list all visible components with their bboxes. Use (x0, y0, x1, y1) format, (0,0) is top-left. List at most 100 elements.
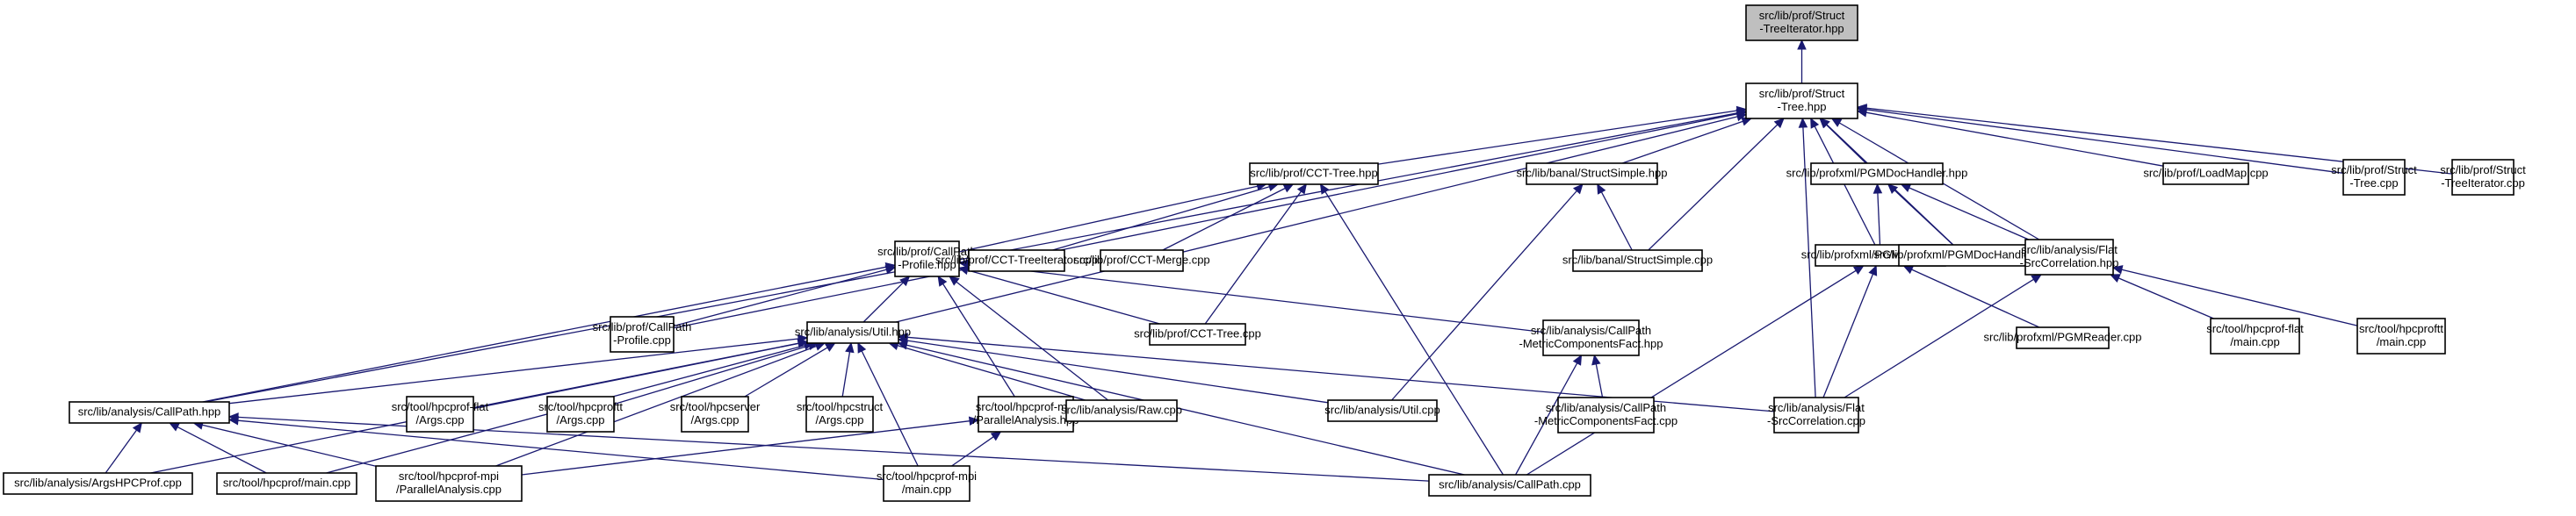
edge-n13-to-n4 (1887, 183, 1954, 246)
file-node[interactable]: src/lib/analysis/Flat-SrcCorrelation.hpp (2020, 239, 2119, 276)
arrowhead-icon (2031, 274, 2043, 284)
edge-line (1621, 120, 1743, 164)
file-node[interactable]: src/tool/hpcserver/Args.cpp (670, 396, 761, 433)
file-node[interactable]: src/tool/hpcprof-mpi/ParallelAnalysis.hp… (973, 396, 1079, 433)
file-node[interactable]: src/lib/prof/CCT-Tree.cpp (1134, 323, 1261, 346)
node-label: /Args.cpp (557, 413, 605, 426)
file-node[interactable]: src/lib/prof/CallPath-Profile.cpp (593, 316, 692, 353)
file-node[interactable]: src/lib/prof/CCT-Merge.cpp (1073, 249, 1210, 272)
file-node[interactable]: src/tool/hpcprof-flat/Args.cpp (392, 396, 489, 433)
edge-line (1814, 125, 1876, 246)
edge-line (1515, 362, 1578, 476)
edge-n31-to-n12 (1822, 264, 1878, 398)
file-node[interactable]: src/lib/analysis/CallPath.cpp (1428, 474, 1591, 497)
arrowhead-icon (1798, 117, 1808, 128)
file-node[interactable]: src/lib/analysis/ArgsHPCProf.cpp (3, 472, 193, 495)
file-node[interactable]: src/lib/analysis/Util.cpp (1324, 399, 1440, 422)
file-node[interactable]: src/lib/analysis/Raw.cpp (1061, 399, 1182, 422)
file-node[interactable]: src/lib/prof/Struct-Tree.hpp (1745, 82, 1858, 119)
file-node[interactable]: src/lib/prof/LoadMap.cpp (2143, 162, 2269, 185)
node-box (968, 249, 1065, 272)
node-label: src/lib/prof/CCT-Merge.cpp (1073, 254, 1209, 267)
file-node[interactable]: src/tool/hpcproftt/Args.cpp (538, 396, 623, 433)
arrowhead-icon (957, 265, 970, 276)
file-node[interactable]: src/lib/analysis/CallPath-MetricComponen… (1519, 319, 1663, 356)
arrowhead-icon (1797, 39, 1807, 50)
file-node[interactable]: src/lib/profxml/PGMReader.cpp (1984, 326, 2142, 349)
node-label: src/tool/hpcprof-mpi (877, 469, 977, 483)
node-box (2162, 162, 2249, 185)
edge-line (906, 344, 1465, 476)
arrowhead-icon (1887, 183, 1899, 195)
node-label: -Tree.cpp (2349, 176, 2398, 190)
node-label: src/lib/profxml/PGMDocHandler.hpp (1786, 167, 1968, 180)
edge-line (673, 269, 887, 327)
file-node[interactable]: src/lib/banal/StructSimple.cpp (1562, 249, 1713, 272)
edge-line (861, 350, 919, 467)
file-node[interactable]: src/tool/hpcprof-mpi/main.cpp (877, 465, 977, 502)
edge-line (202, 424, 377, 467)
edge-line (105, 429, 138, 474)
file-node[interactable]: src/lib/profxml/PGMDocHandler.hpp (1786, 162, 1968, 185)
file-node[interactable]: src/tool/hpcstruct/Args.cpp (797, 396, 884, 433)
node-box (681, 396, 749, 433)
node-label: /Args.cpp (691, 413, 740, 426)
node-label: src/lib/prof/Struct (2440, 163, 2526, 176)
arrowhead-icon (169, 422, 180, 432)
edge-line (150, 342, 799, 474)
file-node[interactable]: src/lib/prof/CallPath-Profile.hpp (877, 240, 977, 277)
edge-line (1911, 269, 2040, 328)
edge-line (841, 351, 851, 398)
edge-line (1377, 110, 1738, 165)
edge-n28-to-n8 (949, 276, 1109, 401)
edge-n9-to-n2 (1052, 182, 1280, 251)
file-node[interactable]: src/tool/hpcprof/main.cpp (216, 472, 357, 495)
file-node[interactable]: src/lib/banal/StructSimple.hpp (1517, 162, 1668, 185)
file-node[interactable]: src/lib/prof/Struct-TreeIterator.cpp (2440, 159, 2526, 196)
file-node[interactable]: src/lib/analysis/Util.hpp (795, 321, 911, 344)
node-box (1149, 323, 1246, 346)
node-box (3, 472, 193, 495)
file-node[interactable]: src/lib/analysis/Flat-SrcCorrelation.cpp (1767, 397, 1865, 434)
file-node[interactable]: src/lib/analysis/CallPath.hpp (69, 401, 230, 424)
edge-n33-to-n22 (169, 422, 267, 474)
node-label: src/lib/profxml/PGMDocHandler.cpp (1874, 248, 2055, 262)
node-box (2016, 326, 2110, 349)
arrowhead-icon (1773, 118, 1785, 129)
edge-n36-to-n12 (1526, 265, 1865, 476)
file-node[interactable]: src/lib/prof/CCT-Tree.hpp (1249, 162, 1379, 185)
node-label: src/lib/prof/CCT-Tree.hpp (1250, 167, 1377, 180)
node-box (1542, 319, 1640, 356)
file-node[interactable]: src/tool/hpcprof-mpi/ParallelAnalysis.cp… (375, 465, 523, 502)
file-node[interactable]: src/lib/profxml/PGMDocHandler.cpp (1874, 244, 2055, 267)
edge-n15-to-n1 (673, 109, 1748, 329)
file-node[interactable]: src/lib/prof/CCT-TreeIterator.cpp (935, 249, 1098, 272)
node-label: src/lib/prof/Struct (2331, 163, 2417, 176)
arrowhead-icon (227, 412, 239, 422)
node-label: -MetricComponentsFact.cpp (1534, 414, 1678, 427)
arrowhead-icon (884, 262, 897, 272)
edge-n18-to-n8 (957, 259, 1544, 333)
edge-line (956, 281, 1109, 401)
node-label: -MetricComponentsFact.hpp (1519, 337, 1663, 350)
file-node[interactable]: src/tool/hpcproftt/main.cpp (2356, 318, 2446, 355)
arrowhead-icon (1819, 118, 1830, 129)
edge-n28-to-n16 (888, 340, 1086, 401)
edge-line (495, 345, 817, 467)
file-node[interactable]: src/lib/prof/Struct-Tree.cpp (2331, 159, 2417, 196)
file-node[interactable]: src/tool/hpcprof-flat/main.cpp (2206, 318, 2304, 355)
node-label: src/lib/prof/CCT-Tree.cpp (1134, 327, 1261, 340)
arrowhead-icon (1868, 264, 1878, 276)
edge-n27-to-n8 (937, 275, 1015, 398)
node-box (1249, 162, 1379, 185)
file-node[interactable]: src/lib/analysis/CallPath-MetricComponen… (1534, 397, 1678, 434)
edge-line (2121, 269, 2358, 326)
node-label: src/tool/hpcprof-flat (392, 400, 489, 413)
edge-n35-to-n16 (857, 341, 919, 467)
node-label: /main.cpp (902, 483, 951, 496)
edge-line (1052, 186, 1270, 251)
node-box (894, 240, 960, 277)
edge-line (1324, 191, 1504, 476)
edge-n16-to-n8 (862, 276, 911, 323)
edge-n22-to-n16 (228, 333, 809, 405)
